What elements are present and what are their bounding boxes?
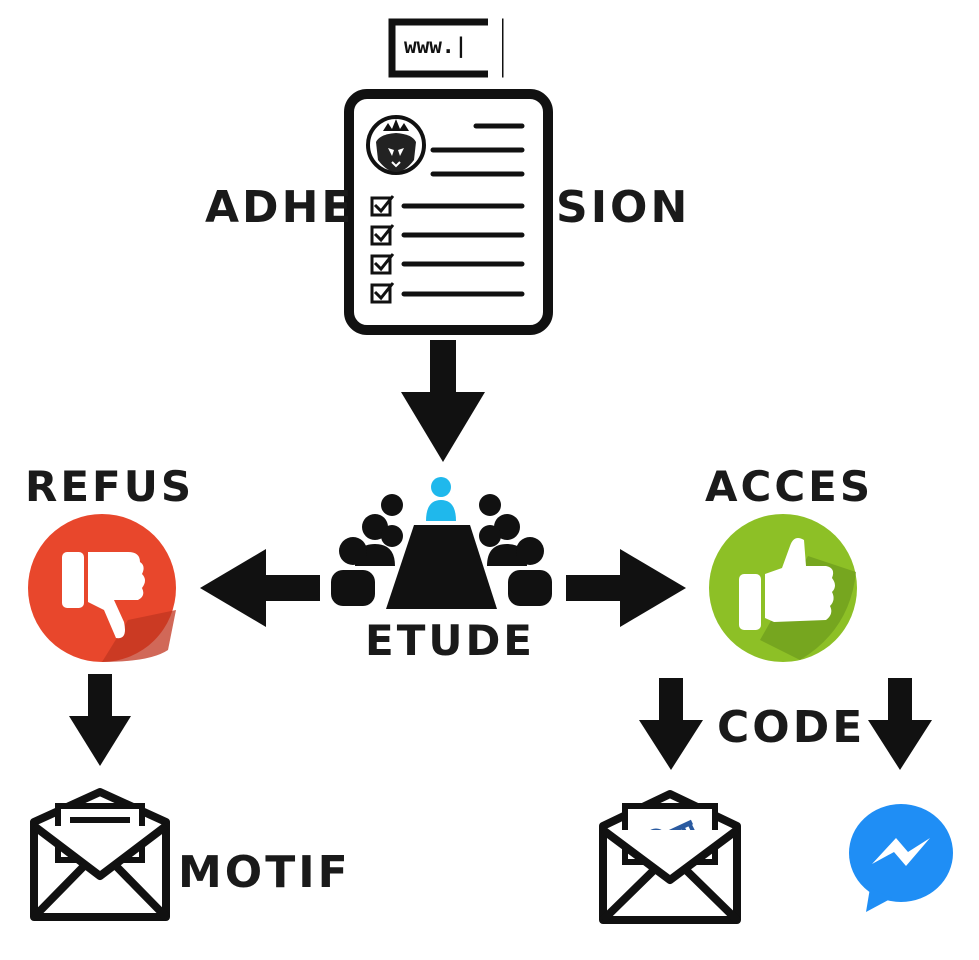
adhesion-label-right: SION (556, 182, 691, 233)
arrow-down-to-messenger (868, 678, 932, 770)
thumbs-down-icon (28, 514, 176, 662)
envelope-key-icon (599, 790, 741, 924)
arrow-right-to-access (566, 549, 686, 627)
study-label: ETUDE (365, 616, 535, 665)
access-label: ACCES (705, 462, 874, 511)
membership-form-icon (344, 89, 553, 335)
lion-crown-logo-icon (366, 115, 426, 175)
checklist (370, 195, 525, 304)
refusal-label: REFUS (25, 462, 195, 511)
thumbs-up-icon (709, 514, 857, 662)
code-label: CODE (717, 702, 866, 753)
envelope-letter-icon (30, 788, 170, 921)
arrow-down-to-email (639, 678, 703, 770)
meeting-table-icon (331, 477, 552, 609)
browser-address-icon (388, 18, 504, 78)
arrow-left-to-refusal (200, 549, 320, 627)
adhesion-label-left: ADHE (205, 182, 355, 233)
messenger-icon (849, 804, 953, 912)
reason-label: MOTIF (178, 847, 351, 898)
website-address-text: www.| (404, 34, 468, 58)
arrow-down-to-study (401, 340, 485, 462)
arrow-down-to-reason (69, 674, 131, 766)
